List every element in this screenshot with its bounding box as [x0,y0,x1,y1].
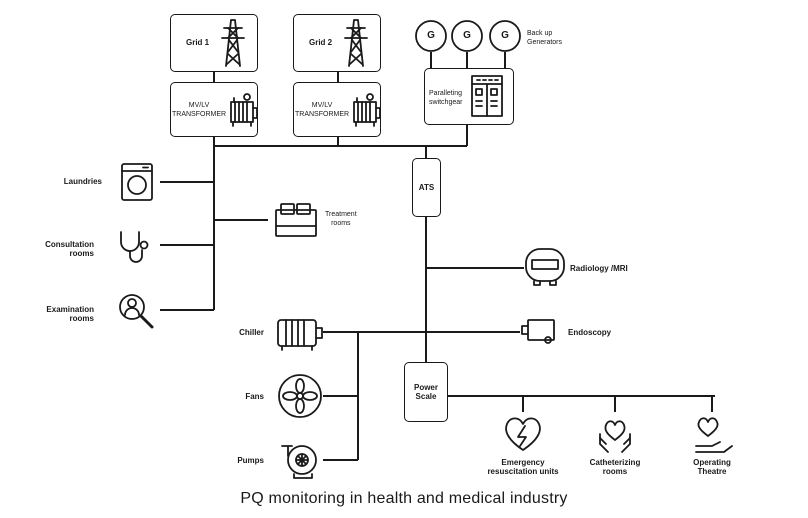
fans-label: Fans [245,392,264,401]
grid2-box [293,14,381,72]
generator-icon [489,20,521,52]
grid2-label: Grid 2 [309,38,333,47]
ats-box [412,158,441,217]
power-scale-box [404,362,448,422]
examination-label: Examination rooms [46,305,94,323]
generator-letter: G [463,30,471,41]
treatment-label: Treatment rooms [325,211,357,227]
generator-letter: G [427,30,435,41]
generator-letter: G [501,30,509,41]
catheterizing-label: Catheterizing rooms [589,458,641,476]
endoscopy-label: Endoscopy [568,328,612,337]
ats-label: ATS [418,183,435,192]
transformer1-label: MV/LV TRANSFORMER [172,102,227,118]
laundries-label: Laundries [63,177,102,186]
consultation-label: Consultation rooms [45,240,94,258]
chiller-label: Chiller [239,328,264,337]
generators-label: Back up Generators [527,30,563,46]
pumps-label: Pumps [237,456,264,465]
diagram-caption: PQ monitoring in health and medical indu… [240,490,568,507]
switchgear-label: Paralleting switchgear [429,90,463,106]
generator-icon [451,20,483,52]
grid1-label: Grid 1 [186,38,210,47]
grid1-box [170,14,258,72]
radiology-label: Radiology /MRI [570,264,628,273]
power-scale-label: Power Scale [413,383,438,401]
generator-icon [415,20,447,52]
transformer2-label: MV/LV TRANSFORMER [295,102,350,118]
emergency-label: Emergency resuscitation units [487,458,559,476]
theatre-label: Operating Theatre [693,458,731,476]
